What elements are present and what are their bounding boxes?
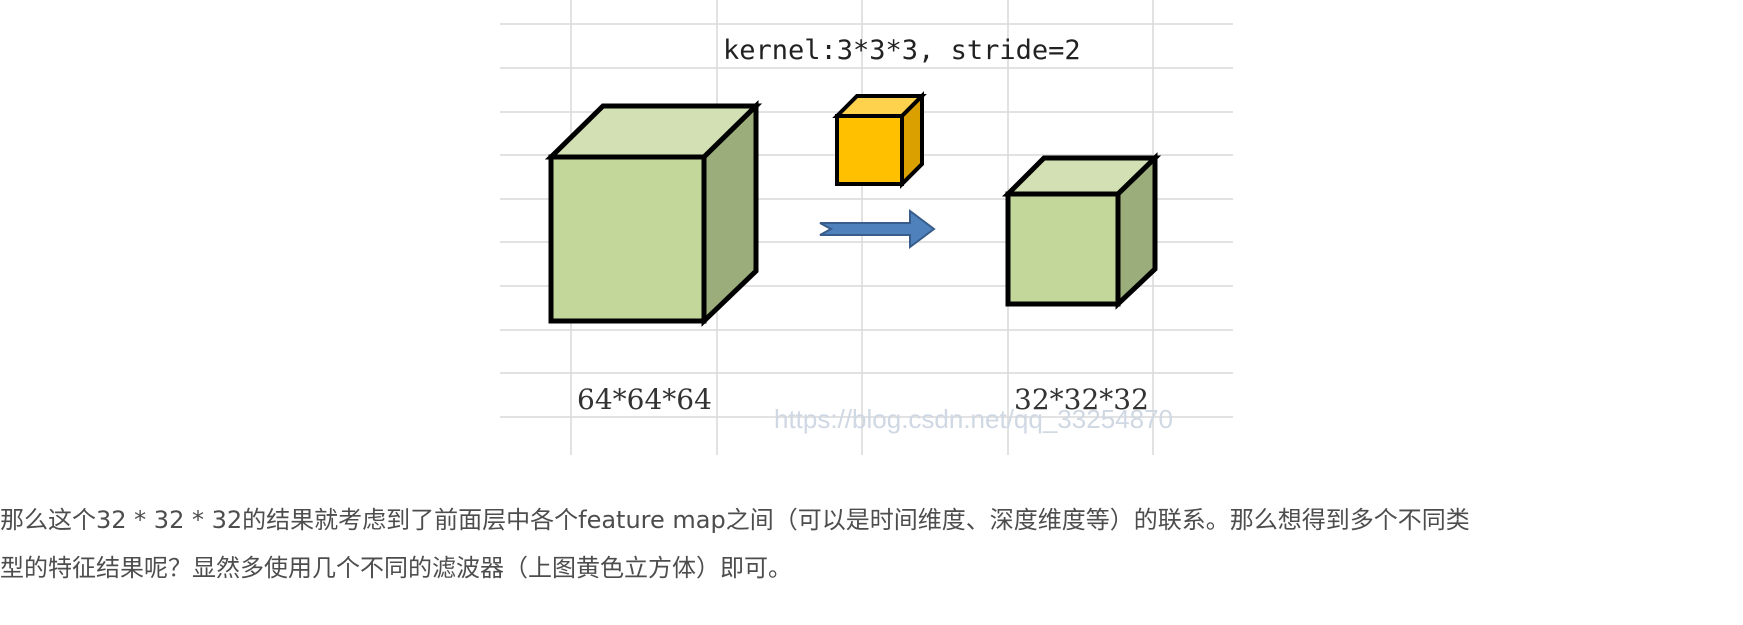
output-cube	[1001, 152, 1162, 310]
output-cube-front	[1005, 191, 1121, 307]
kernel-cube	[832, 91, 927, 189]
right-arrow-icon	[819, 209, 936, 249]
body-paragraph: 那么这个32 * 32 * 32的结果就考虑到了前面层中各个feature ma…	[0, 496, 1743, 592]
input-cube	[544, 100, 763, 327]
input-size-label: 64*64*64	[577, 383, 712, 416]
paragraph-line-1: 那么这个32 * 32 * 32的结果就考虑到了前面层中各个feature ma…	[0, 506, 1470, 534]
kernel-stride-label: kernel:3*3*3, stride=2	[723, 35, 1081, 66]
watermark-url: https://blog.csdn.net/qq_33254870	[774, 404, 1173, 434]
paragraph-line-2: 型的特征结果呢？显然多使用几个不同的滤波器（上图黄色立方体）即可。	[0, 554, 792, 582]
kernel-cube-front	[835, 114, 904, 186]
convolution-diagram: kernel:3*3*3, stride=2 64*64*64 32*32*32…	[500, 0, 1233, 455]
output-size-label: 32*32*32	[1014, 383, 1149, 416]
input-cube-front	[548, 154, 707, 324]
